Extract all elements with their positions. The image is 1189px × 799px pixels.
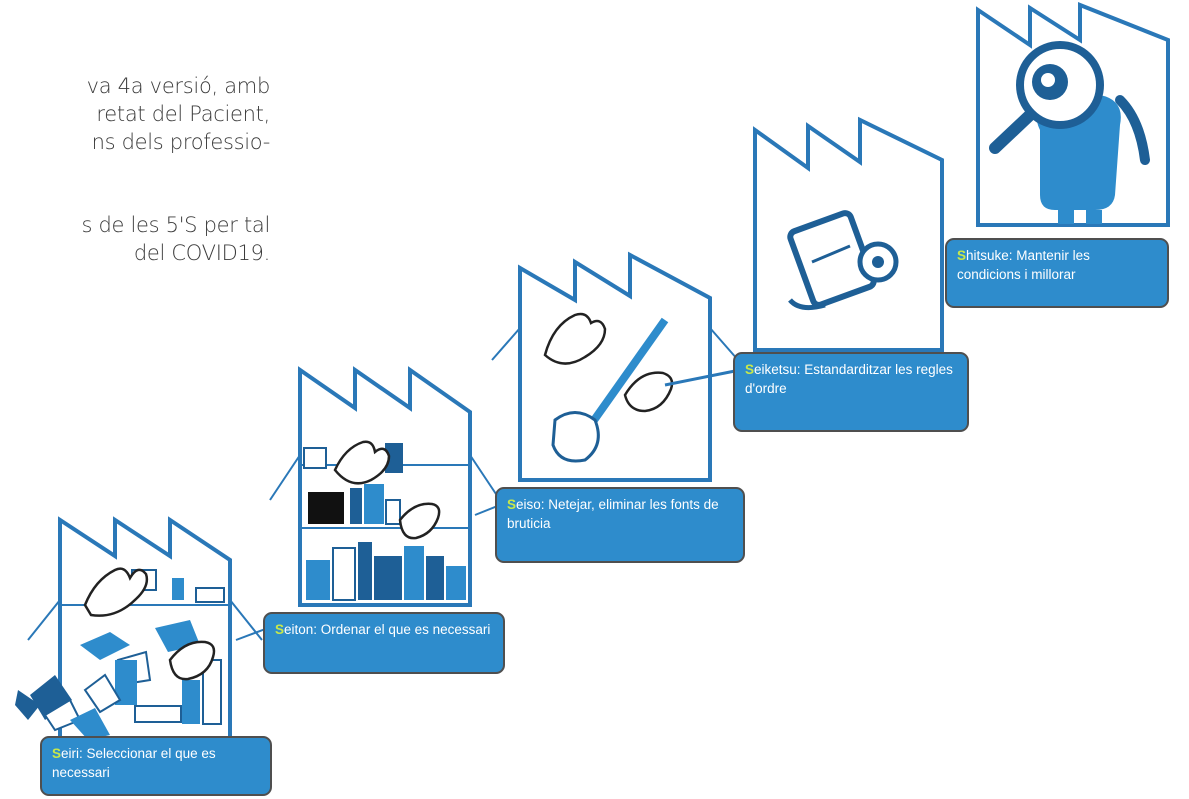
manual-icon — [787, 210, 899, 311]
mop-icon — [543, 312, 741, 463]
step-text: hitsuke: Mantenir les condicions i millo… — [957, 248, 1090, 282]
s-letter: S — [957, 248, 967, 263]
intro-line: del COVID19. — [133, 241, 270, 265]
factory-seiso — [491, 251, 739, 482]
s-letter: S — [52, 746, 62, 761]
shelf-icon — [303, 440, 466, 601]
magnifier-icon — [989, 41, 1150, 224]
step-text: eiso: Netejar, eliminar les fonts de bru… — [507, 497, 719, 531]
s-letter: S — [507, 497, 517, 512]
factory-shitsuke — [976, 2, 1170, 227]
step-text: eiketsu: Estandarditzar les regles d'ord… — [745, 362, 953, 396]
step-box-seiso: Seiso: Netejar, eliminar les fonts de br… — [495, 487, 745, 563]
intro-line: ns dels professio- — [91, 130, 270, 154]
s-letter: S — [275, 622, 285, 637]
step-box-shitsuke: Shitsuke: Mantenir les condicions i mill… — [945, 238, 1169, 308]
s-letter: S — [745, 362, 755, 377]
intro-line: va 4a versió, amb — [86, 74, 270, 98]
step-box-seiton: Seiton: Ordenar el que es necessari — [263, 612, 505, 674]
step-text: eiton: Ordenar el que es necessari — [284, 622, 491, 637]
step-box-seiri: Seiri: Seleccionar el que es necessari — [40, 736, 272, 796]
step-text: eiri: Seleccionar el que es necessari — [52, 746, 216, 780]
step-box-seiketsu: Seiketsu: Estandarditzar les regles d'or… — [733, 352, 969, 432]
sort-icon — [15, 567, 225, 740]
intro-line: retat del Pacient, — [96, 102, 270, 126]
intro-line: s de les 5'S per tal — [81, 213, 270, 237]
intro-text: va 4a versió, amb retat del Pacient, ns … — [0, 72, 270, 267]
factory-seiketsu — [753, 116, 944, 352]
